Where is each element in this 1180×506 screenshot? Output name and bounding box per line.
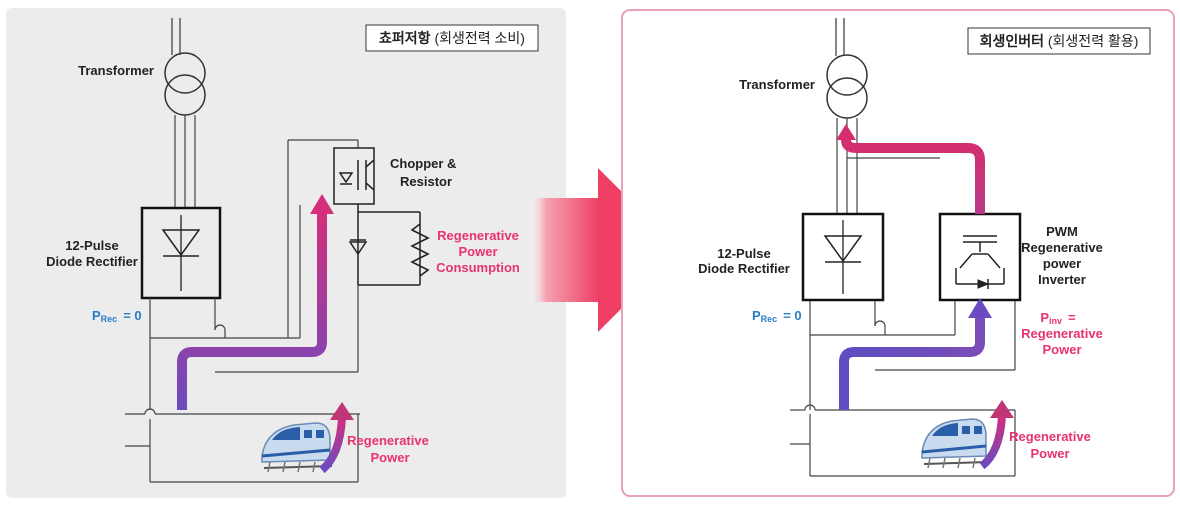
right-inverter-label-1: PWM xyxy=(1046,224,1078,239)
right-power-flow-arrow xyxy=(839,298,992,410)
left-transformer-label: Transformer xyxy=(78,63,154,78)
left-title-rest: (회생전력 소비) xyxy=(431,30,525,46)
left-consumption-label-1: Regenerative xyxy=(437,228,519,243)
right-inverter-label-2: Regenerative xyxy=(1021,240,1103,255)
left-rectifier-box xyxy=(140,206,222,300)
right-regen-arrow xyxy=(979,400,1014,470)
right-panel-frame xyxy=(621,9,1175,497)
left-rectifier-label-2: Diode Rectifier xyxy=(46,254,138,269)
right-feedback-arrow xyxy=(836,124,985,214)
left-consumption-label-2: Power xyxy=(458,244,497,259)
left-title-bold: 쵸퍼저항 xyxy=(379,30,431,46)
right-inverter-label-4: Inverter xyxy=(1038,272,1086,287)
left-rectifier-diode-icon xyxy=(161,229,201,257)
right-title: 회생인버터 (회생전력 활용) xyxy=(980,33,1139,49)
left-regen-label-2: Power xyxy=(370,450,409,465)
left-power-flow-arrow xyxy=(177,194,334,410)
right-inverter-label-3: power xyxy=(1043,256,1081,271)
right-regen-label-1: Regenerative xyxy=(1009,429,1091,444)
left-title: 쵸퍼저항 (회생전력 소비) xyxy=(379,30,525,46)
left-consumption-label-3: Consumption xyxy=(436,260,520,275)
right-rectifier-box xyxy=(801,212,885,302)
left-chopper-label-1: Chopper & xyxy=(390,156,456,171)
right-inverter-diode-icon xyxy=(977,279,990,289)
left-regen-arrow xyxy=(319,402,354,474)
right-prec-label: PRec= 0 xyxy=(752,308,802,324)
right-regen-label-2: Power xyxy=(1030,446,1069,461)
left-rectifier-label-1: 12-Pulse xyxy=(65,238,118,253)
right-transformer-label: Transformer xyxy=(739,77,815,92)
left-chopper-icon xyxy=(333,147,430,286)
right-pinv-label-2: Regenerative xyxy=(1021,326,1103,341)
right-pinv-label: Pinv= xyxy=(1040,310,1076,326)
right-title-rest: (회생전력 활용) xyxy=(1044,33,1138,49)
right-train-icon xyxy=(921,418,989,469)
right-rectifier-label-2: Diode Rectifier xyxy=(698,261,790,276)
left-regen-label-1: Regenerative xyxy=(347,433,429,448)
left-prec-label: PRec= 0 xyxy=(92,308,142,324)
left-chopper-label-2: Resistor xyxy=(400,174,452,189)
left-title-box xyxy=(365,24,539,52)
right-rectifier-label-1: 12-Pulse xyxy=(717,246,770,261)
left-panel-background xyxy=(6,8,566,498)
right-title-box xyxy=(967,27,1151,55)
left-circuit-wires xyxy=(125,139,360,483)
right-pinv-label-3: Power xyxy=(1042,342,1081,357)
right-rectifier-diode-icon xyxy=(823,235,863,263)
right-title-bold: 회생인버터 xyxy=(980,33,1044,49)
